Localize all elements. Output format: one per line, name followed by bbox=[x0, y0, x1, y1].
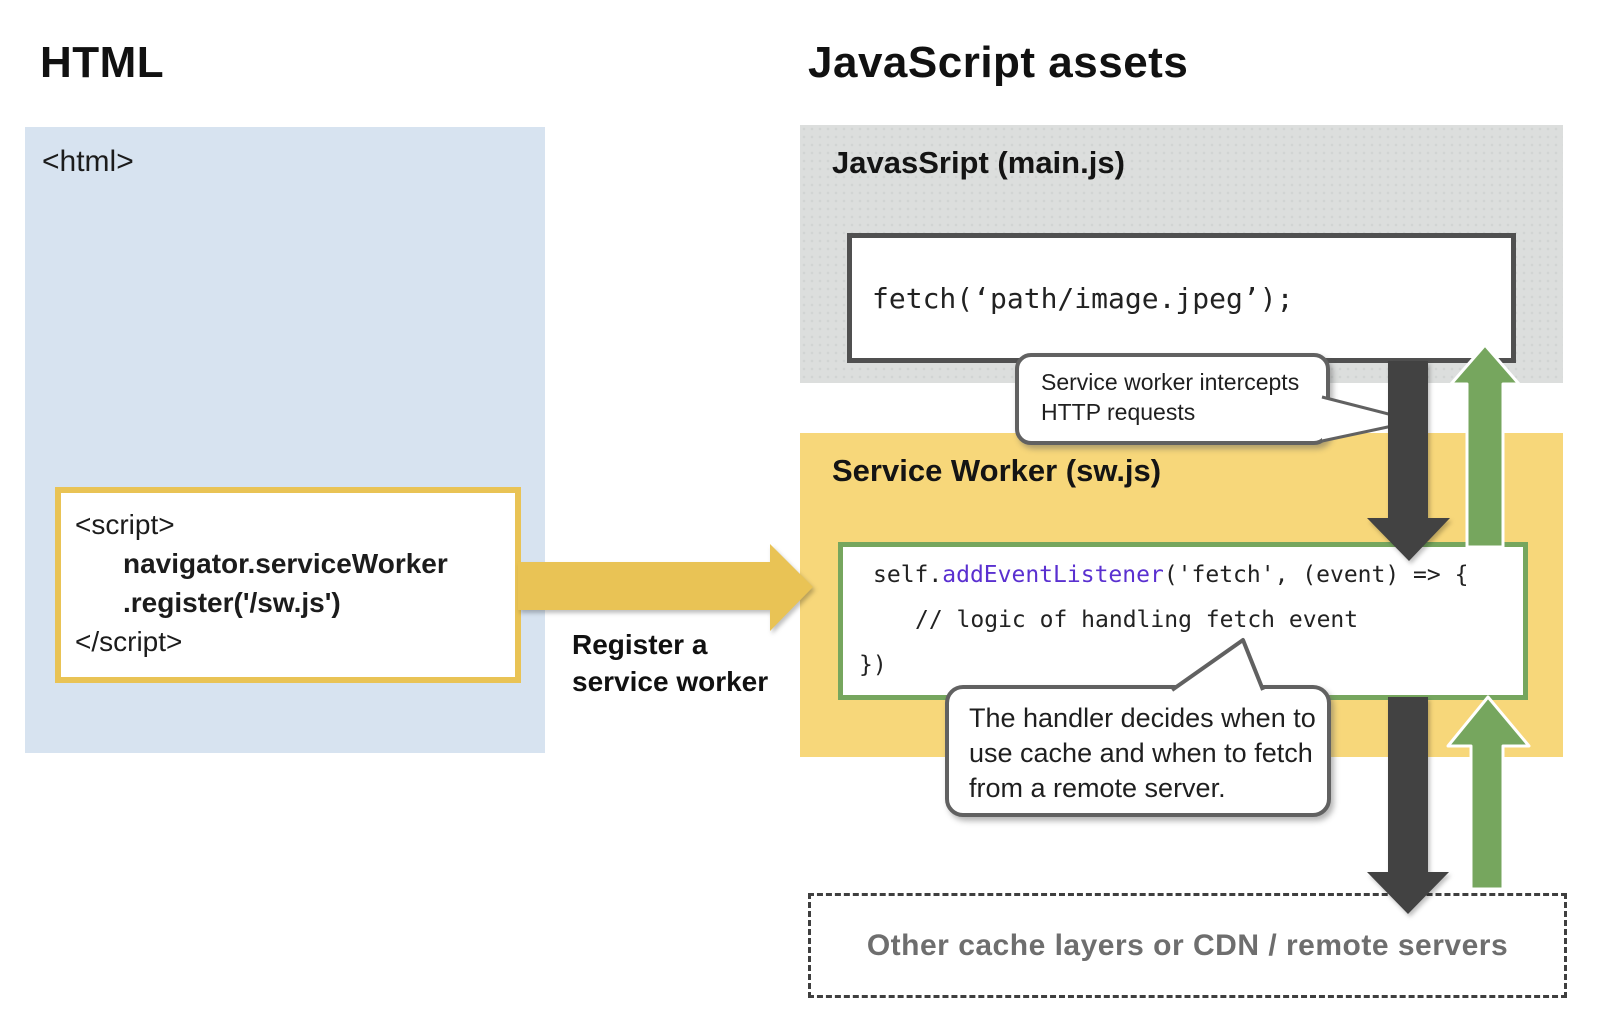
register-arrow-label: Register a service worker bbox=[572, 629, 769, 697]
sw-code-box: self.addEventListener('fetch', (event) =… bbox=[838, 542, 1528, 700]
script-code-line: .register('/sw.js') bbox=[123, 587, 341, 618]
html-tag-label: <html> bbox=[42, 145, 134, 178]
cache-layers-label: Other cache layers or CDN / remote serve… bbox=[866, 928, 1509, 962]
heading-javascript-assets: JavaScript assets bbox=[808, 38, 1189, 87]
intercept-callout-bubble: Service worker intercepts HTTP requests bbox=[1015, 353, 1330, 445]
script-snippet-box: <script> navigator.serviceWorker .regist… bbox=[55, 487, 521, 683]
fetch-code-box: fetch(‘path/image.jpeg’); bbox=[847, 233, 1516, 363]
service-worker-panel-title: Service Worker (sw.js) bbox=[832, 453, 1162, 488]
mainjs-panel-title: JavasSript (main.js) bbox=[832, 145, 1125, 180]
fetch-code: fetch(‘path/image.jpeg’); bbox=[872, 281, 1294, 315]
script-close-tag: </script> bbox=[75, 626, 183, 657]
script-code-line: navigator.serviceWorker bbox=[123, 548, 448, 579]
handler-callout-bubble: The handler decides when to use cache an… bbox=[945, 685, 1331, 817]
sw-code-line-1: self.addEventListener('fetch', (event) =… bbox=[873, 562, 1469, 588]
sw-code-line-3: }) bbox=[859, 652, 887, 678]
sw-code-line-2: // logic of handling fetch event bbox=[915, 607, 1359, 633]
heading-html: HTML bbox=[40, 38, 165, 87]
script-open-tag: <script> bbox=[75, 509, 175, 540]
register-arrow bbox=[518, 544, 813, 631]
add-event-listener-keyword: addEventListener bbox=[942, 562, 1164, 588]
cache-layers-box: Other cache layers or CDN / remote serve… bbox=[808, 893, 1567, 998]
